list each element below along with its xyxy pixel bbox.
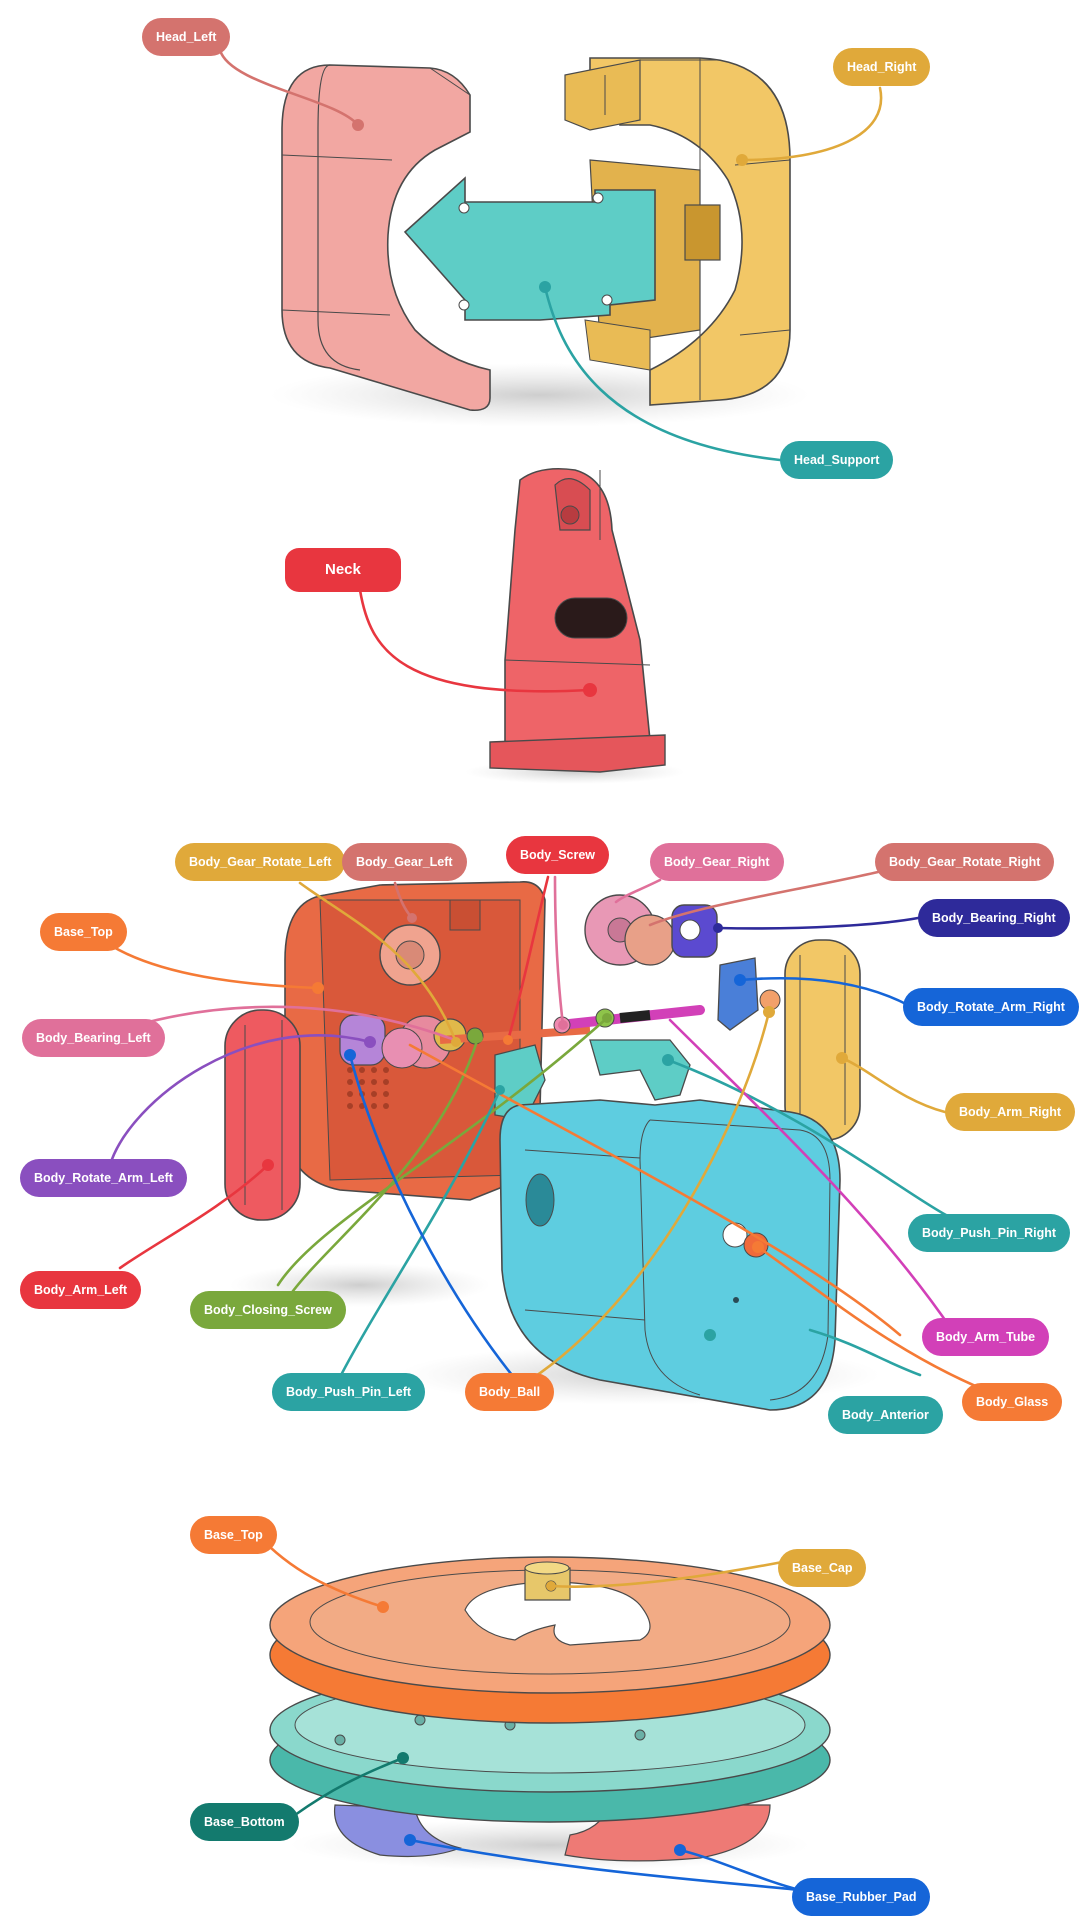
base-assembly [269, 1556, 831, 1871]
label-body-glass: Body_Glass [962, 1383, 1063, 1421]
label-base-bottom: Base_Bottom [190, 1803, 299, 1841]
head-support-part [403, 176, 656, 321]
neck-part [465, 467, 685, 784]
label-body-arm-right: Body_Arm_Right [945, 1093, 1076, 1131]
label-base-top: Base_Top [190, 1516, 277, 1554]
label-body-arm-tube: Body_Arm_Tube [922, 1318, 1050, 1356]
head-left-part [281, 64, 491, 412]
body-rotate-arm-right-part [717, 957, 759, 1031]
label-body-ball: Body_Ball [465, 1373, 555, 1411]
body-assembly [224, 881, 880, 1411]
base-top-part [269, 1556, 831, 1724]
label-body-gear-rotate-right: Body_Gear_Rotate_Right [875, 843, 1055, 881]
label-body-gear-right: Body_Gear_Right [650, 843, 784, 881]
label-body-bearing-right: Body_Bearing_Right [918, 899, 1070, 937]
body-arm-left-part [224, 1009, 301, 1221]
label-body-bearing-left: Body_Bearing_Left [22, 1019, 165, 1057]
label-body-anterior: Body_Anterior [828, 1396, 943, 1434]
label-neck: Neck [285, 548, 401, 592]
body-push-pin-right-part [589, 1039, 691, 1101]
base-cap-part [524, 1561, 571, 1601]
label-body-gear-left: Body_Gear_Left [342, 843, 467, 881]
body-bearing-left-part [381, 1027, 423, 1069]
label-body-push-pin-right: Body_Push_Pin_Right [908, 1214, 1071, 1252]
callout-anchor-dots [262, 119, 848, 1856]
label-head-left: Head_Left [142, 18, 231, 56]
body-anterior-part [499, 1099, 841, 1411]
label-head-right: Head_Right [833, 48, 931, 86]
body-gear-right-part [584, 894, 676, 966]
head-assembly [270, 57, 810, 427]
label-head-support: Head_Support [780, 441, 894, 479]
label-body-push-pin-left: Body_Push_Pin_Left [272, 1373, 426, 1411]
label-body-screw: Body_Screw [506, 836, 610, 874]
label-base-rubber-pad: Base_Rubber_Pad [792, 1878, 931, 1916]
label-body-rotate-arm-right: Body_Rotate_Arm_Right [903, 988, 1079, 1026]
label-body-gear-rotate-left: Body_Gear_Rotate_Left [175, 843, 346, 881]
body-arm-right-part [784, 939, 861, 1141]
label-body-arm-left: Body_Arm_Left [20, 1271, 142, 1309]
label-base-cap: Base_Cap [778, 1549, 867, 1587]
label-base-top-body: Base_Top [40, 913, 127, 951]
label-body-closing-screw: Body_Closing_Screw [190, 1291, 346, 1329]
label-body-rotate-arm-left: Body_Rotate_Arm_Left [20, 1159, 187, 1197]
